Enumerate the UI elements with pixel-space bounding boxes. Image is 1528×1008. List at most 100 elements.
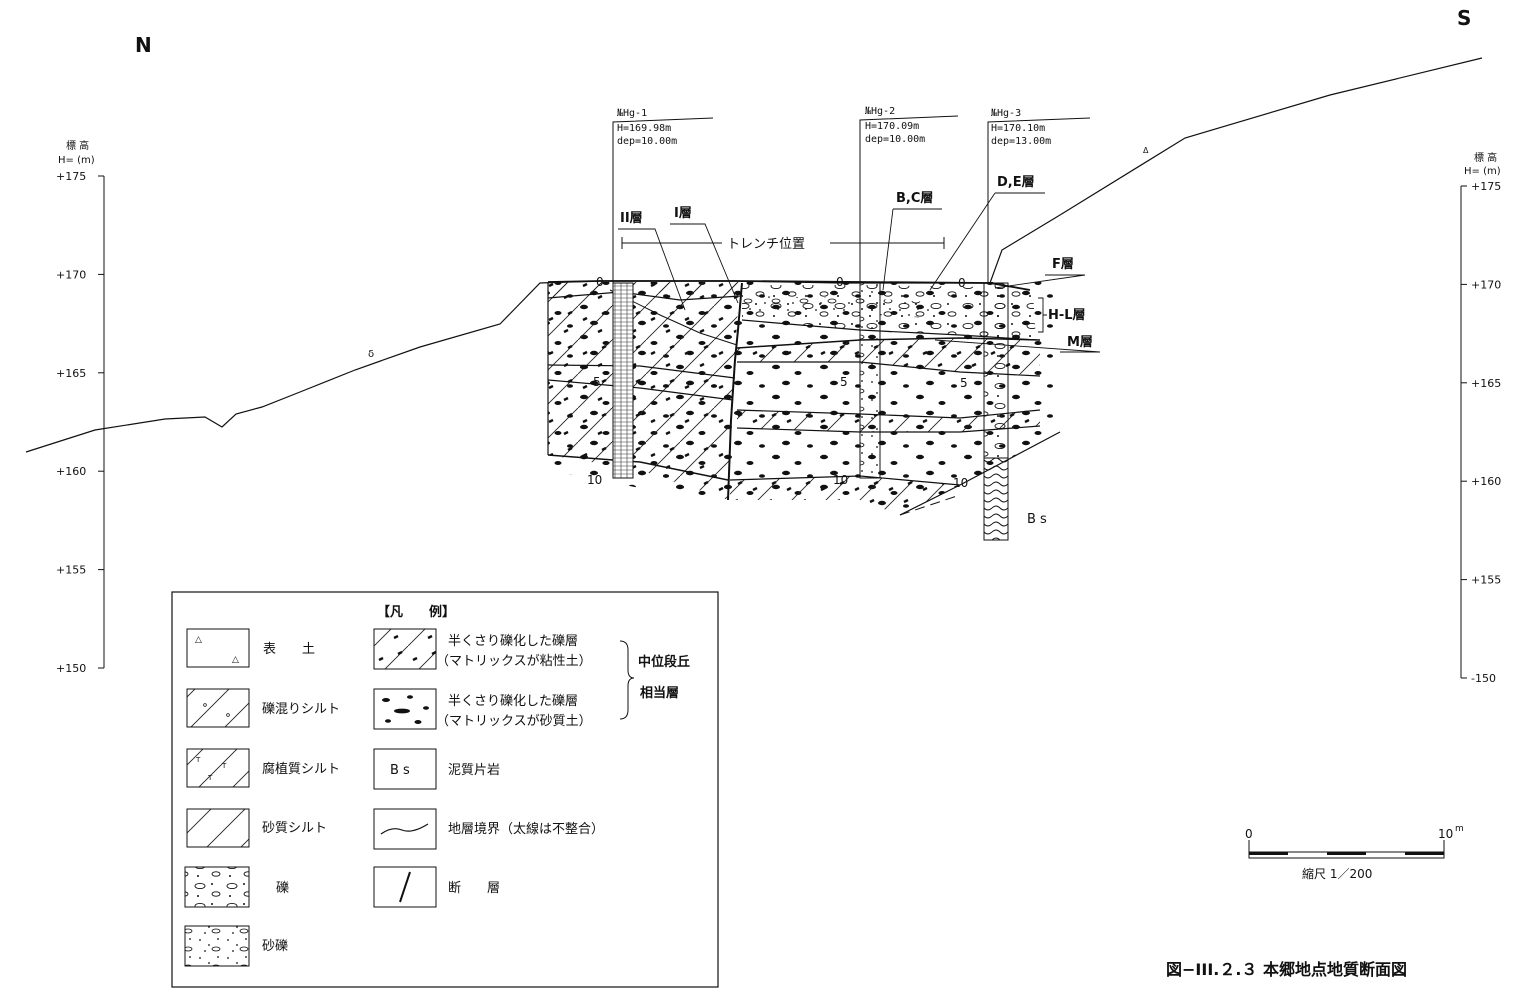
legend-frame [171,591,719,988]
scale-end: 10 [1438,827,1453,841]
axis-right-tick-label: -150 [1471,672,1496,685]
figure-title: 図−III.２.３ 本郷地点地質断面図 [1166,960,1407,979]
legend-label-sandy-gravel: 砂礫 [262,938,288,954]
layer-bc-label: B,C層 [896,191,933,206]
axis-right-unit: H= (m) [1464,166,1501,177]
hg2-depth: dep=10.00m [865,134,925,145]
triangle-icon: △ [232,655,239,665]
trench-label: トレンチ位置 [727,237,805,252]
hg1-depth: dep=10.00m [617,136,677,147]
svg-text:T: T [195,756,201,764]
axis-left-tick-label: +150 [56,662,86,675]
hg3-depth-5: 5 [960,376,968,390]
borehole-hg3: №Hg-3 H=170.10m dep=13.00m 0 5 10 [953,108,1091,541]
axis-left-tick-label: +175 [56,170,86,183]
legend-label-topsoil: 表 土 [263,642,315,657]
axis-left-tick-label: +160 [56,465,86,478]
legend-label-gravelly-silt: 礫混りシルト [262,701,340,717]
legend-label-fault: 断 層 [448,881,500,896]
legend-item-fault: 断 層 [373,866,500,908]
axis-right-tick-label: +175 [1471,180,1501,193]
topsoil-mark-left: δ [368,349,374,360]
legend-label-sandy-silt: 砂質シルト [262,821,327,836]
axis-left-tick-label: +165 [56,367,86,380]
legend-symbol-bs: B s [390,763,410,778]
legend-label-weathered-gravel-sand: 半くさり礫化した礫層 [448,693,578,709]
layer-de-label: D,E層 [997,175,1035,190]
hg3-id: №Hg-3 [991,108,1021,119]
elevation-axis-right: 標 高 H= (m) +175 +170 +165 +160 +155 -150 [1460,151,1501,685]
topsoil-mark-right: Δ [1143,146,1149,155]
legend: 【凡 例】 △ △ 表 土 礫混りシルト T T T 腐植質シルト 砂質シルト … [171,591,719,988]
legend-label-boundary: 地層境界（太線は不整合） [448,821,604,837]
bedrock-bs-label: B s [1027,512,1047,527]
ground-surface-line [25,57,1483,453]
hg1-depth-5: 5 [593,375,601,389]
svg-text:T: T [221,762,227,770]
legend-item-boundary: 地層境界（太線は不整合） [373,808,604,850]
hg2-height: H=170.09m [865,121,919,132]
axis-left-tick-label: +170 [56,268,86,281]
scale-start: 0 [1245,827,1253,841]
fault-line [727,282,743,501]
hg3-height: H=170.10m [991,123,1045,134]
layer-i-label: I層 [674,206,692,221]
axis-right-tick-label: +155 [1471,574,1501,587]
section-body [547,280,1061,516]
hg3-depth-10: 10 [953,476,968,490]
elevation-axis-left: 標 高 H= (m) +175 +170 +165 +160 +155 +150 [56,139,105,675]
legend-group-label-2: 相当層 [640,685,679,701]
axis-right-title: 標 高 [1474,151,1497,164]
legend-sub-weathered-gravel-clay: （マトリックスが粘性土） [436,654,592,669]
triangle-icon: △ [195,635,202,645]
legend-label-pelitic-schist: 泥質片岩 [448,763,500,778]
legend-item-topsoil: △ △ 表 土 [186,628,315,668]
hg3-depth-0: 0 [958,276,966,290]
legend-title: 【凡 例】 [377,604,455,620]
scale-bar: 0 10 m 縮尺 1／200 [1245,824,1464,881]
axis-left-unit: H= (m) [58,155,95,166]
axis-left-tick-label: +155 [56,564,86,577]
hg2-depth-10: 10 [833,473,848,487]
layer-labels: II層 I層 B,C層 D,E層 F層 H-L層 M層 B s [618,175,1101,527]
north-label: N [135,33,152,57]
hg3-depth: dep=13.00m [991,136,1051,147]
legend-item-pelitic-schist: B s 泥質片岩 [373,748,500,790]
hg1-depth-10: 10 [587,473,602,487]
hg2-id: №Hg-2 [865,106,895,117]
hg1-depth-0: 0 [596,275,604,289]
legend-item-sandy-gravel: 砂礫 [184,925,288,967]
axis-right-tick-label: +170 [1471,278,1501,291]
borehole-hg2: №Hg-2 H=170.09m dep=10.00m 0 5 10 [833,106,959,487]
scale-label: 縮尺 1／200 [1302,866,1372,881]
legend-group-brace [619,640,635,720]
legend-item-humic-silt: T T T 腐植質シルト [186,748,340,788]
south-label: S [1457,6,1471,30]
legend-item-gravel: 礫 [184,866,289,908]
axis-right-tick-label: +165 [1471,377,1501,390]
legend-item-sandy-silt: 砂質シルト [186,808,327,848]
legend-label-humic-silt: 腐植質シルト [262,762,340,777]
hg1-id: №Hg-1 [617,108,647,119]
legend-item-gravelly-silt: 礫混りシルト [186,688,340,728]
trench-position: トレンチ位置 [621,237,945,252]
scale-unit: m [1455,824,1464,834]
layer-ii-label: II層 [620,211,643,226]
svg-text:T: T [207,774,213,782]
legend-sub-weathered-gravel-sand: （マトリックスが砂質土） [436,714,592,729]
legend-label-weathered-gravel-clay: 半くさり礫化した礫層 [448,633,578,649]
axis-right-tick-label: +160 [1471,475,1501,488]
borehole-hg1: №Hg-1 H=169.98m dep=10.00m 0 5 10 [587,108,714,487]
legend-group-label-1: 中位段丘 [638,654,690,670]
hg2-depth-5: 5 [840,375,848,389]
axis-left-title: 標 高 [66,139,89,152]
legend-item-weathered-gravel-sand: 半くさり礫化した礫層 （マトリックスが砂質土） [373,688,592,730]
layer-hl-label: H-L層 [1048,308,1086,323]
layer-f-label: F層 [1052,257,1074,272]
hg2-depth-0: 0 [836,275,844,289]
hg1-height: H=169.98m [617,123,671,134]
legend-label-gravel: 礫 [276,880,289,896]
legend-item-weathered-gravel-clay: 半くさり礫化した礫層 （マトリックスが粘性土） [373,628,592,670]
layer-m-label: M層 [1067,335,1093,350]
